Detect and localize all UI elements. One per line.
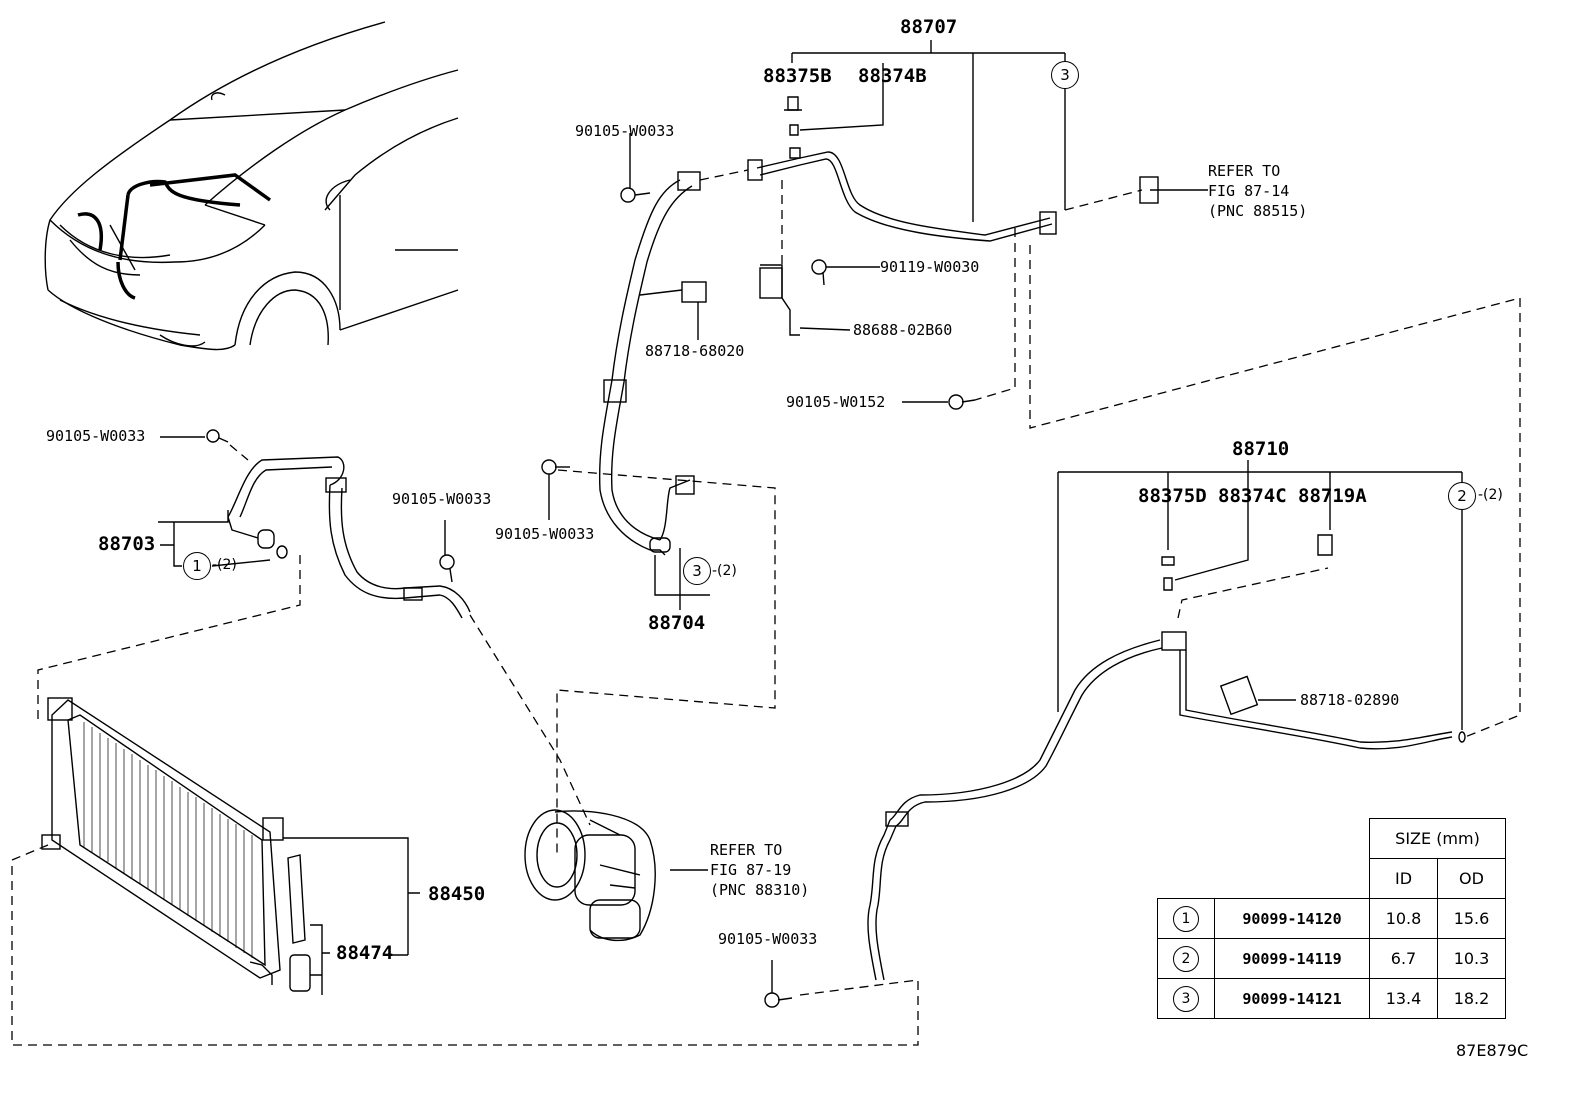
car-illustration (44, 21, 459, 351)
label-88719A: 88719A (1298, 485, 1367, 507)
label-90119-w0030: 90119-W0030 (880, 258, 980, 276)
size-table-col-od: OD (1437, 858, 1506, 899)
row-id: 10.8 (1369, 898, 1438, 939)
label-90105-w0033-left: 90105-W0033 (46, 427, 146, 445)
row-key-circle: 3 (1173, 985, 1199, 1012)
callout-circle-3-mid: 3 (683, 557, 711, 585)
pipe-88707 (747, 96, 1057, 242)
hose-88703 (158, 456, 471, 619)
row-part-number: 90099-14120 (1214, 898, 1370, 939)
row-od: 10.3 (1437, 938, 1506, 979)
label-90105-w0033-mid: 90105-W0033 (392, 490, 492, 508)
car-ac-lines (77, 173, 272, 300)
size-table: SIZE (mm) ID OD 1 90099-14120 10.8 15.6 … (1157, 818, 1506, 1019)
callout-circle-3-top: 3 (1051, 61, 1079, 89)
label-88707: 88707 (900, 16, 958, 38)
label-90105-w0152: 90105-W0152 (786, 393, 886, 411)
dashed-lines (11, 169, 1521, 1046)
callout-circle-1: 1 (183, 552, 211, 580)
row-key-circle: 1 (1173, 905, 1199, 932)
leader-88707 (791, 40, 1066, 222)
label-88688-02b60: 88688-02B60 (853, 321, 953, 339)
row-part-number: 90099-14119 (1214, 938, 1370, 979)
row-id: 13.4 (1369, 978, 1438, 1019)
leader-88710 (1057, 460, 1463, 730)
callout-3-qty: -(2) (712, 563, 737, 579)
callout-circle-2: 2 (1448, 482, 1476, 510)
label-88374C: 88374C (1218, 485, 1287, 507)
refer-fig-87-14: REFER TO FIG 87-14 (PNC 88515) (1208, 162, 1308, 220)
label-88703: 88703 (98, 533, 156, 555)
label-88704: 88704 (648, 612, 706, 634)
hose-88704 (598, 171, 710, 610)
condenser-88450 (41, 697, 284, 985)
row-id: 6.7 (1369, 938, 1438, 979)
figure-code: 87E879C (1456, 1041, 1529, 1060)
condenser-fins (83, 722, 253, 958)
label-88710: 88710 (1232, 438, 1290, 460)
row-od: 18.2 (1437, 978, 1506, 1019)
bracket-88688 (760, 264, 800, 336)
label-88474: 88474 (336, 942, 394, 964)
label-88374B: 88374B (858, 65, 927, 87)
row-part-number: 90099-14121 (1214, 978, 1370, 1019)
bolts (160, 133, 976, 1008)
label-88718-02890: 88718-02890 (1300, 691, 1400, 709)
compressor (524, 809, 656, 942)
pipe-88710 (867, 534, 1466, 981)
callout-2-qty: -(2) (1478, 487, 1503, 503)
size-table-col-id: ID (1369, 858, 1438, 899)
table-row: 2 90099-14119 6.7 10.3 (1157, 938, 1506, 979)
size-table-header: SIZE (mm) (1369, 818, 1506, 859)
label-88375B: 88375B (763, 65, 832, 87)
label-88718-68020: 88718-68020 (645, 342, 745, 360)
table-row: 1 90099-14120 10.8 15.6 (1157, 898, 1506, 939)
label-90105-w0033-bottom: 90105-W0033 (718, 930, 818, 948)
row-key-circle: 2 (1173, 945, 1199, 972)
table-row: 3 90099-14121 13.4 18.2 (1157, 978, 1506, 1019)
row-od: 15.6 (1437, 898, 1506, 939)
label-88450: 88450 (428, 883, 486, 905)
label-90105-w0033-center: 90105-W0033 (495, 525, 595, 543)
label-90105-w0033-top: 90105-W0033 (575, 122, 675, 140)
receiver-88474 (283, 837, 420, 995)
refer-fig-87-19: REFER TO FIG 87-19 (PNC 88310) (710, 841, 810, 899)
callout-1-qty: -(2) (212, 557, 237, 573)
label-88375D: 88375D (1138, 485, 1207, 507)
